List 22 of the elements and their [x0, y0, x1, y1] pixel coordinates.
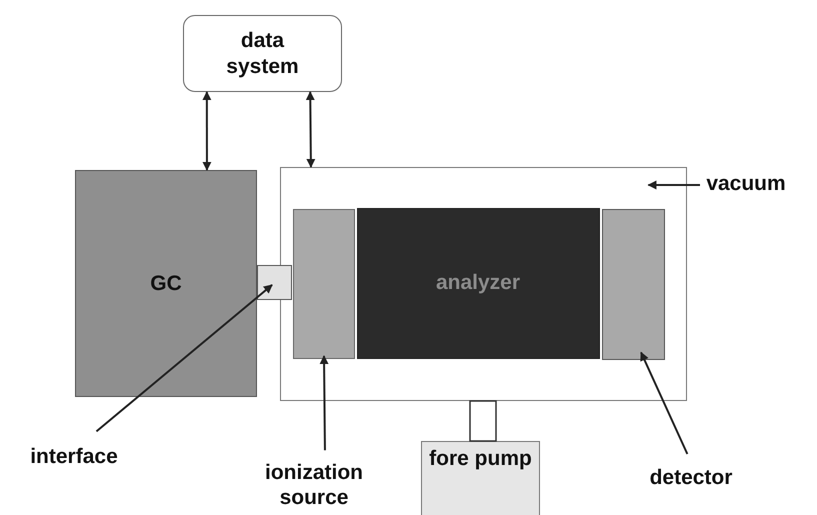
detector-block [602, 208, 664, 360]
interface-block [257, 265, 292, 300]
leader-arrow [647, 180, 700, 190]
callout-text: vacuum [706, 171, 786, 197]
leader-arrow [320, 355, 329, 450]
callout-text: ionization source [264, 460, 364, 510]
process-box [183, 15, 342, 92]
instrument-box [75, 170, 257, 397]
vacuum-chamber [280, 167, 687, 401]
callout-text: detector [650, 465, 732, 491]
node-label: data system [225, 28, 300, 79]
node-label: fore pump [429, 446, 532, 472]
double-arrow [202, 91, 212, 171]
leader-arrow [640, 352, 688, 454]
leader-arrow [96, 284, 273, 432]
double-arrow [306, 91, 316, 168]
node-label: analyzer [436, 270, 520, 296]
ion-source-block [292, 208, 354, 358]
pump-box [421, 441, 540, 515]
node-label: GC [150, 270, 182, 296]
callout-text: interface [30, 444, 118, 470]
analyzer-block [356, 208, 600, 358]
